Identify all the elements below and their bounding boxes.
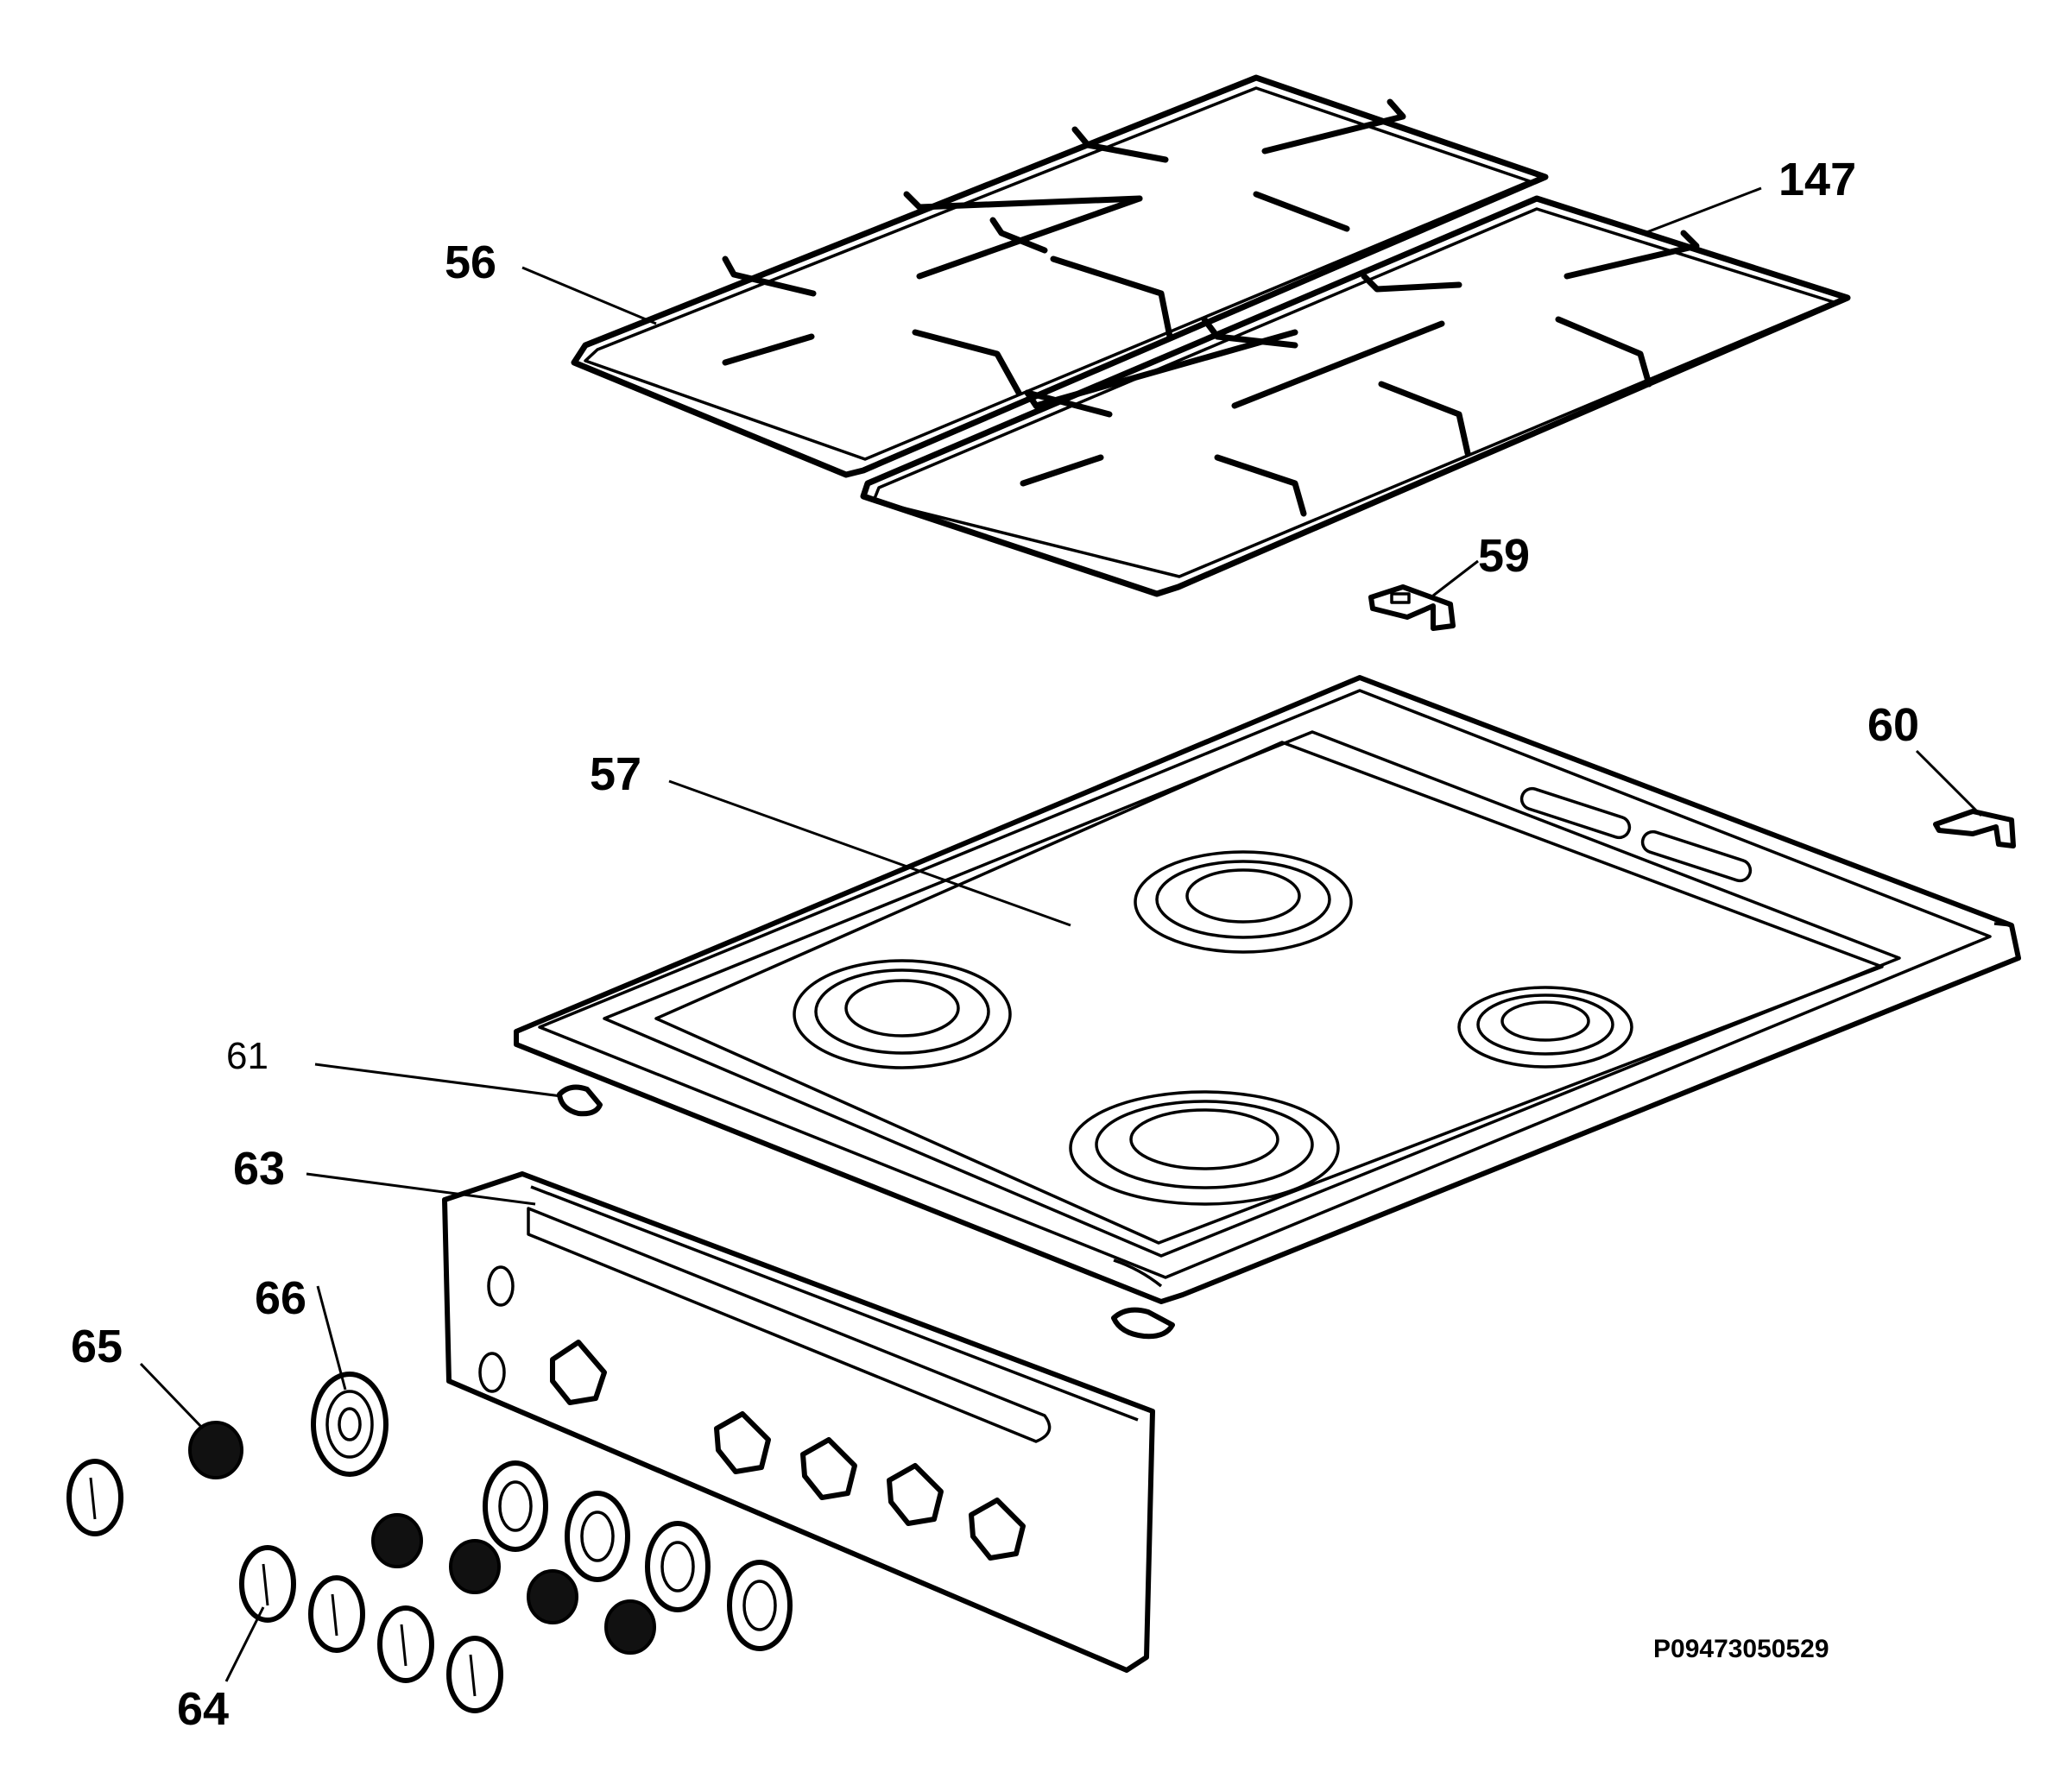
clip-61 xyxy=(557,1084,603,1117)
control-panel xyxy=(442,1171,1155,1673)
burner-front-right xyxy=(1457,986,1633,1069)
burner-rear-left xyxy=(793,959,1012,1069)
burner-rear-right xyxy=(1134,850,1353,954)
bezel-66 xyxy=(311,1372,388,1477)
callout-65: 65 xyxy=(71,1321,123,1372)
clip-59 xyxy=(1368,584,1456,631)
burner-front-left xyxy=(1069,1090,1340,1206)
panel-knob-holes xyxy=(550,1340,1026,1561)
knob-inserts-65 xyxy=(188,1421,656,1655)
clip-60 xyxy=(1933,809,2016,848)
pan-support-right xyxy=(860,195,1851,597)
clip-front xyxy=(1111,1307,1175,1340)
knobs-64 xyxy=(66,1459,503,1713)
callout-57: 57 xyxy=(590,748,641,800)
bezels-row xyxy=(483,1460,793,1651)
drawing-code: P09473050529 xyxy=(1653,1635,1829,1663)
callout-63: 63 xyxy=(233,1143,285,1195)
callout-61: 61 xyxy=(226,1035,268,1077)
callout-66: 66 xyxy=(255,1272,306,1324)
callout-59: 59 xyxy=(1478,530,1530,582)
callout-147: 147 xyxy=(1778,154,1856,205)
callout-64: 64 xyxy=(177,1683,229,1735)
callout-56: 56 xyxy=(445,237,496,288)
callout-60: 60 xyxy=(1867,699,1919,751)
hob-top xyxy=(514,675,2021,1304)
pan-support-left xyxy=(571,74,1549,478)
leader-lines xyxy=(139,186,1983,1682)
